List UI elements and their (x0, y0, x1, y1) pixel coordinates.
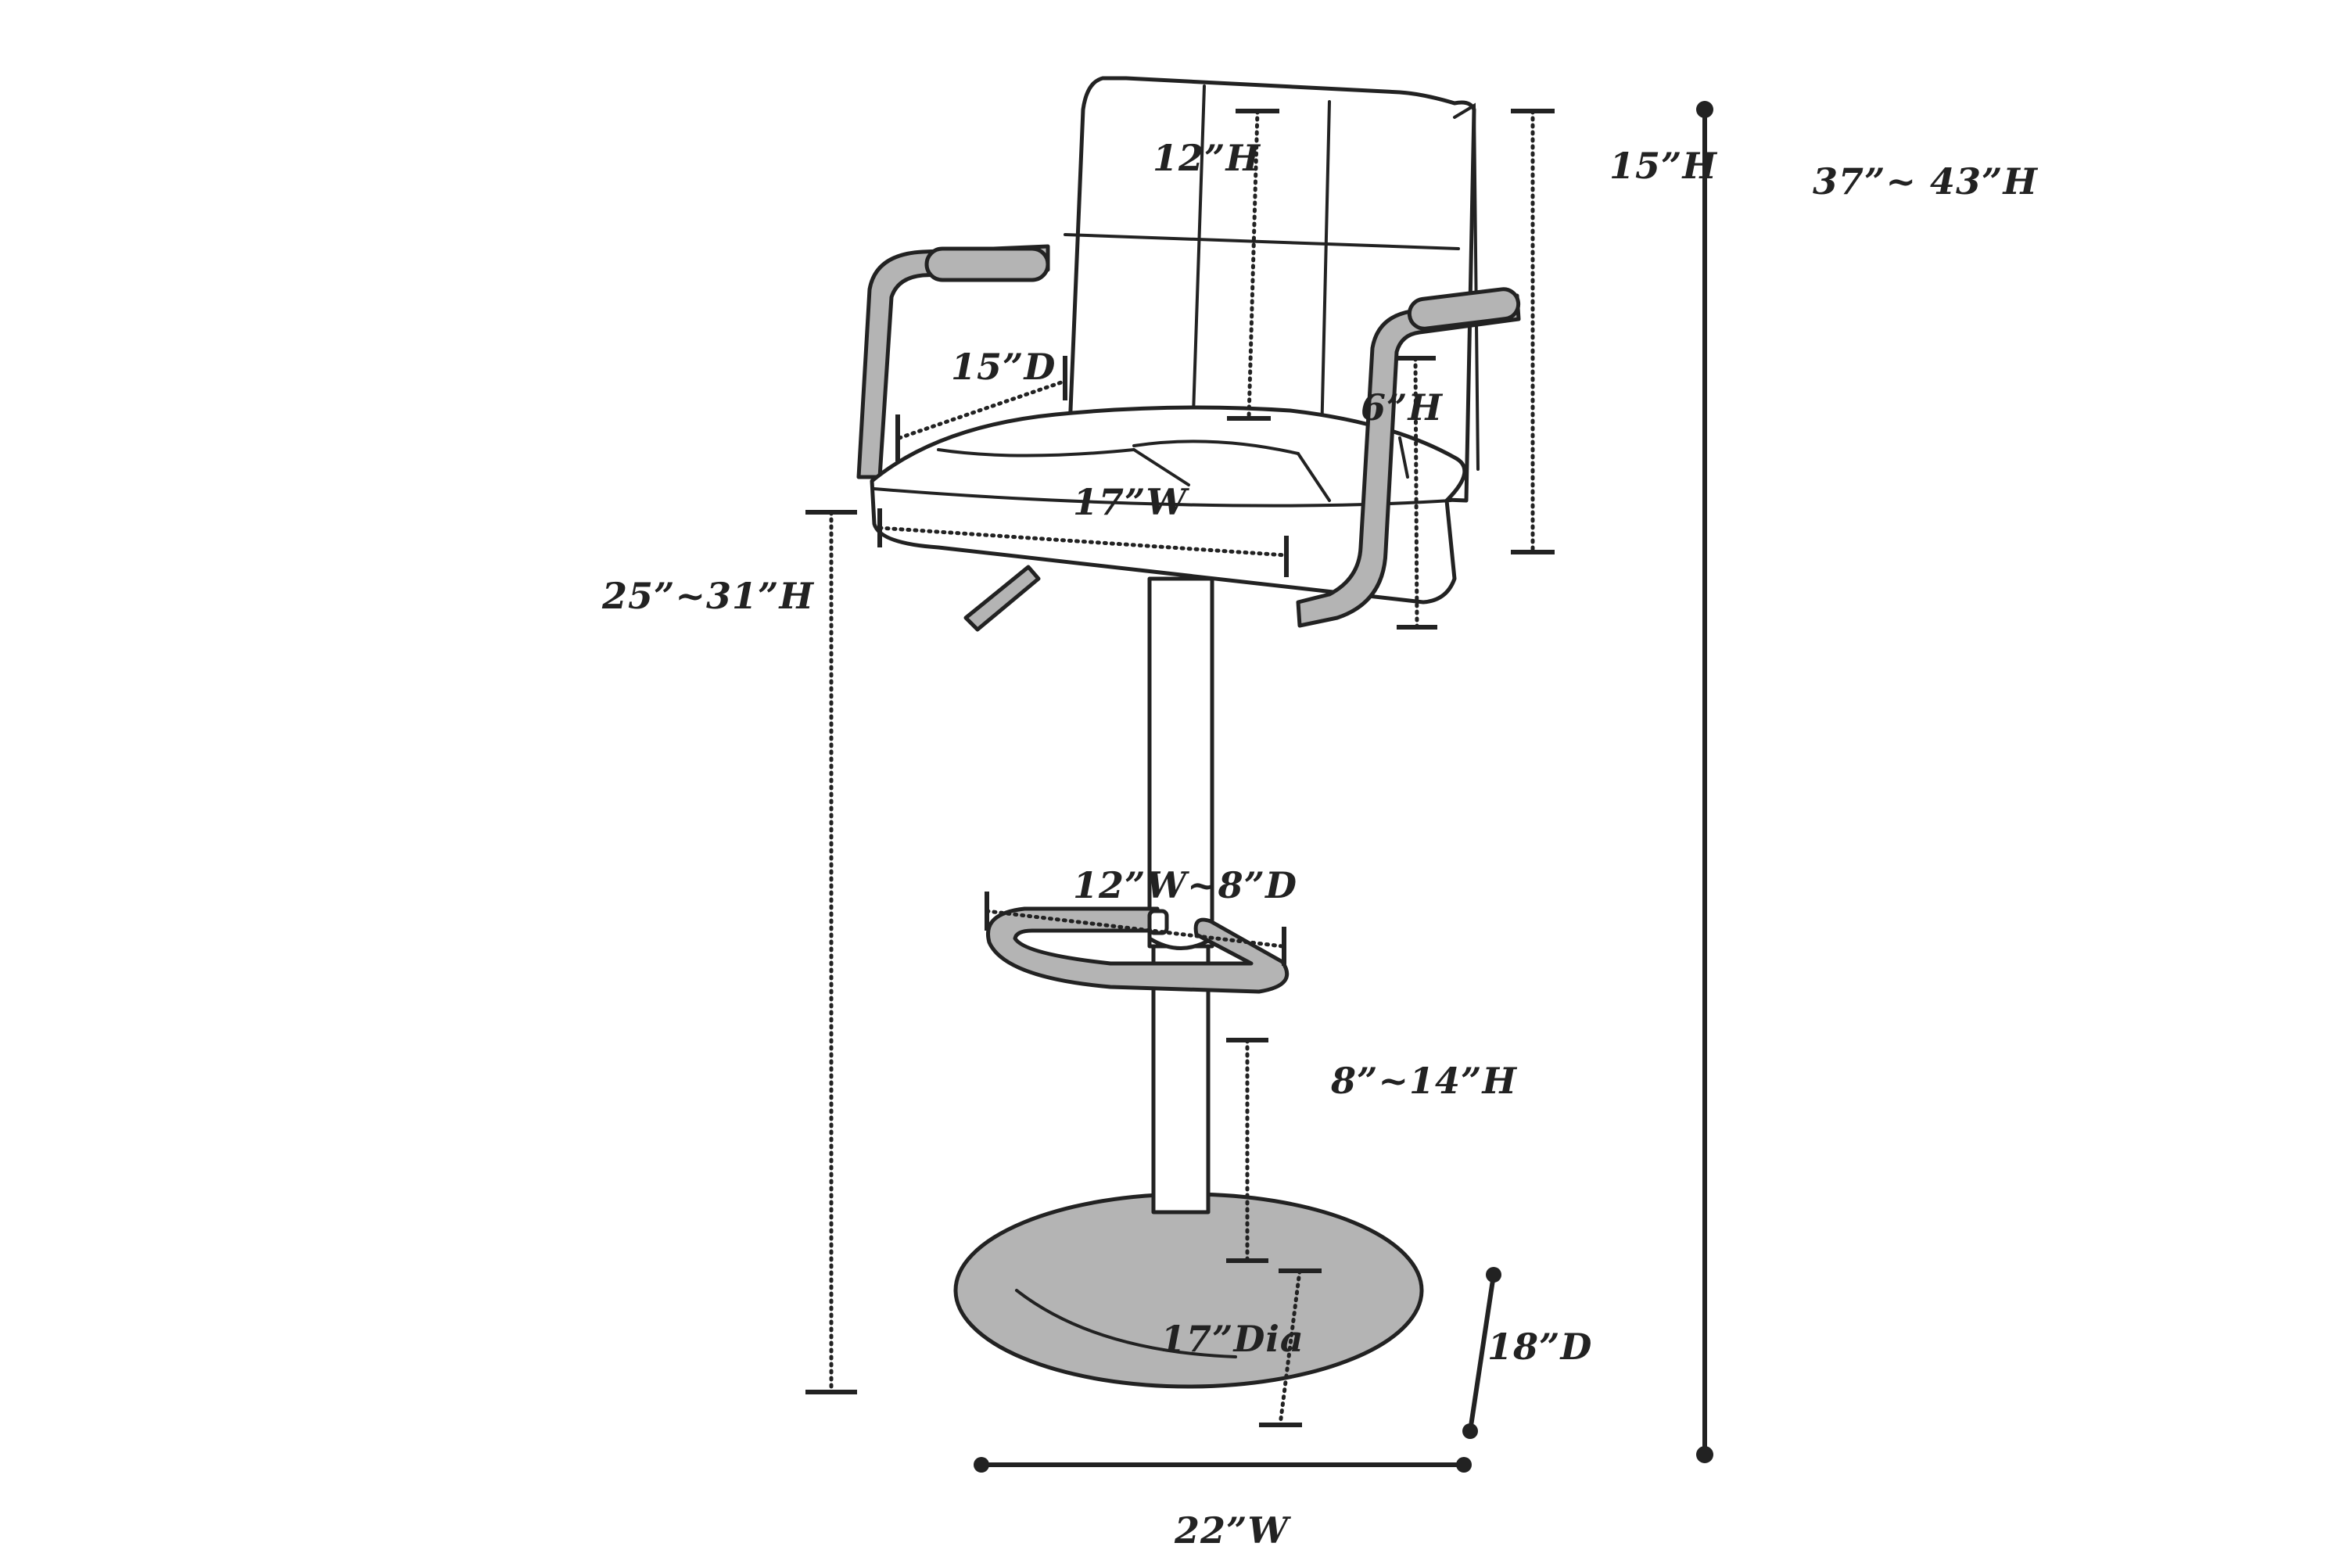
base-width-line (974, 1457, 1472, 1473)
arm-height-label: 6”H (1361, 386, 1443, 429)
seat-depth-line (895, 356, 1067, 461)
footrest-ring (986, 906, 1290, 994)
back-height-line (1511, 109, 1555, 554)
left-armrest (856, 244, 1050, 479)
seat-width-label: 17”W (1073, 481, 1189, 523)
footrest-height-label: 8”~14”H (1330, 1060, 1517, 1102)
overall-height-line (1696, 101, 1713, 1463)
seat-height-line (805, 510, 857, 1394)
height-lever (963, 565, 1041, 632)
footrest-size-line (985, 892, 1286, 966)
seat-width-line (877, 508, 1289, 577)
back-inner-height-label: 12”H (1153, 137, 1261, 179)
base-diameter-line (1259, 1268, 1322, 1427)
base-depth-label: 18”D (1487, 1326, 1592, 1368)
base-width-label: 22”W (1174, 1509, 1291, 1552)
overall-height-label: 37”~ 43”H (1813, 160, 2039, 203)
footrest-height-line (1226, 1038, 1268, 1263)
base-diameter-label: 17”Dia (1160, 1318, 1304, 1360)
seat-height-label: 25”~31”H (601, 575, 814, 617)
seat-depth-label: 15”D (951, 346, 1056, 388)
arm-height-line (1395, 356, 1437, 630)
back-inner-height-line (1227, 109, 1279, 421)
base-depth-line (1462, 1267, 1501, 1439)
footrest-size-label: 12”W~8”D (1073, 864, 1297, 906)
right-armrest (1296, 287, 1521, 628)
back-height-label: 15”H (1609, 145, 1717, 187)
